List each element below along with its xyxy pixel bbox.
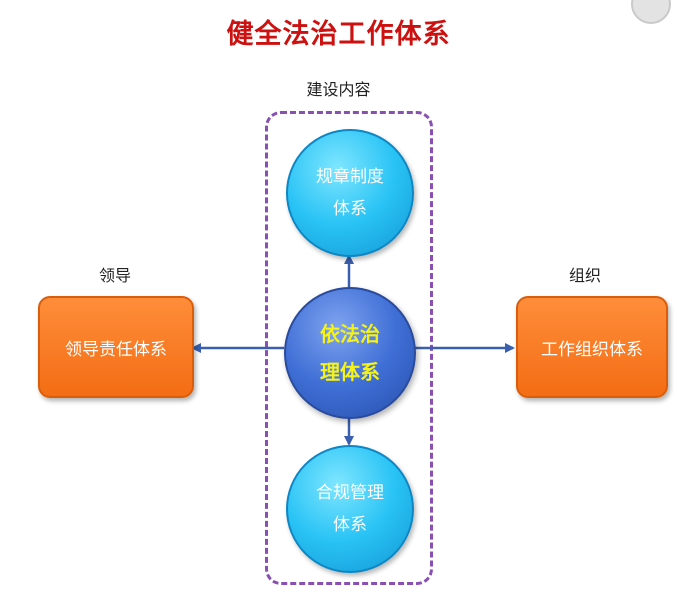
law-governance-node: 依法治 理体系 — [284, 287, 416, 419]
leadership-responsibility-box: 领导责任体系 — [38, 296, 194, 398]
rules-system-node: 规章制度 体系 — [286, 129, 414, 257]
work-organization-box: 工作组织体系 — [516, 296, 668, 398]
left-label: 领导 — [98, 266, 131, 285]
diagram-title: 健全法治工作体系 — [226, 19, 451, 50]
right-label: 组织 — [568, 266, 601, 285]
group-label: 建设内容 — [306, 80, 371, 99]
compliance-management-node: 合规管理 体系 — [286, 445, 414, 573]
